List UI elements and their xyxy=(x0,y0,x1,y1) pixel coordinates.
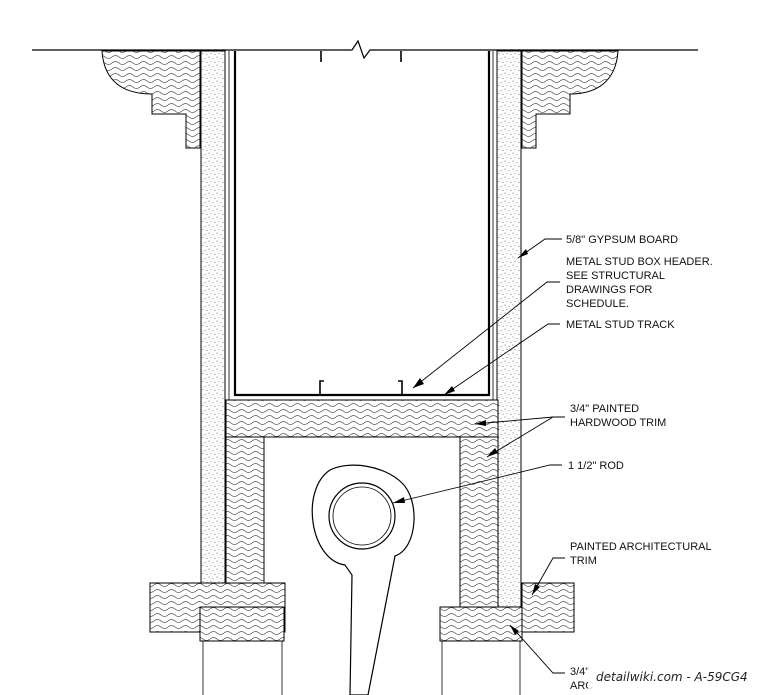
hardwood-trim-right-side xyxy=(459,436,499,608)
metal-stud-track-left xyxy=(319,380,324,395)
crown-molding-right xyxy=(521,50,619,149)
label-cut-2: ARC xyxy=(570,680,593,692)
hardwood-trim-bottom xyxy=(225,399,499,438)
label-metal-stud-box-3: DRAWINGS FOR xyxy=(566,284,652,296)
gypsum-board-right xyxy=(496,50,522,612)
gypsum-board-left xyxy=(200,50,226,612)
casing-left xyxy=(199,606,285,642)
label-rod: 1 1/2" ROD xyxy=(568,460,624,472)
label-gypsum-board: 5/8" GYPSUM BOARD xyxy=(566,234,678,246)
label-architectural-trim-2: TRIM xyxy=(570,555,597,567)
label-cut-1: 3/4" xyxy=(570,666,589,678)
label-architectural-trim-1: PAINTED ARCHITECTURAL xyxy=(570,541,712,553)
ceiling-line xyxy=(32,39,698,60)
metal-stud-track-right xyxy=(398,380,403,395)
rod-circle xyxy=(328,482,396,550)
label-metal-stud-box-4: SCHEDULE. xyxy=(566,298,629,310)
label-metal-stud-track: METAL STUD TRACK xyxy=(566,319,675,331)
label-metal-stud-box-1: METAL STUD BOX HEADER. xyxy=(566,256,713,268)
architectural-trim-right xyxy=(521,582,575,633)
watermark: detailwiki.com - A-59CG4 xyxy=(596,670,748,684)
label-metal-stud-box-2: SEE STRUCTURAL xyxy=(566,270,665,282)
leader-lines xyxy=(392,238,565,674)
label-hardwood-trim-2: HARDWOOD TRIM xyxy=(570,417,666,429)
label-hardwood-trim-1: 3/4" PAINTED xyxy=(570,403,639,415)
casing-right xyxy=(439,606,523,642)
metal-stud-box xyxy=(233,51,491,397)
crown-molding-left xyxy=(101,50,201,149)
hardwood-trim-left-side xyxy=(225,436,265,608)
